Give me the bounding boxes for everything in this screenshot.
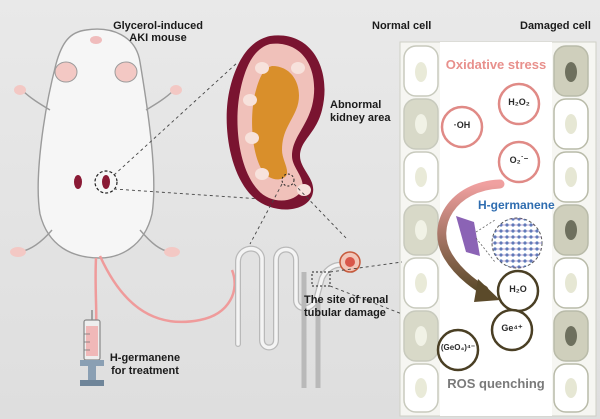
treatment-label-line1: H-germanene <box>109 352 181 364</box>
mouse-title: Glycerol-induced AKI mouse <box>108 20 208 44</box>
mouse-title-line2: AKI mouse <box>129 32 187 44</box>
kidney <box>226 35 325 210</box>
tubule-label-line2: tubular damage <box>304 307 386 319</box>
germanene-flake-icon <box>456 216 480 256</box>
ros-quenching-title: ROS quenching <box>447 376 545 391</box>
material-label: H-germanene <box>478 198 555 212</box>
tubule-label-line1: The site of renal <box>304 294 389 306</box>
mouse <box>10 28 236 347</box>
h2o2-circle <box>497 82 541 126</box>
germanium-ion-circle <box>490 308 534 352</box>
mouse-title-line1: Glycerol-induced <box>113 20 203 32</box>
superoxide-circle <box>497 140 541 184</box>
arrow-head-icon <box>474 279 500 302</box>
superoxide-label: O₂˙⁻ <box>509 155 529 165</box>
conversion-arrow <box>437 179 505 295</box>
treatment-label: H-germanene for treatment <box>100 352 190 378</box>
germanate-label: (GeO₄)⁴⁻ <box>440 343 476 352</box>
tubule-label: The site of renal tubular damage <box>304 294 388 320</box>
normal-cell-label: Normal cell <box>372 20 432 32</box>
damaged-cell-label: Damaged cell <box>520 20 591 32</box>
h2o2-label: H₂O₂ <box>508 97 530 107</box>
oh-radical-circle <box>440 105 484 149</box>
germanate-circle <box>436 328 480 372</box>
germanium-ion-label: Ge⁴⁺ <box>501 323 523 333</box>
treatment-label-line2: for treatment <box>111 365 179 377</box>
damaged-cell-column <box>553 45 589 413</box>
kidney-label: Abnormal kidney area <box>330 99 391 125</box>
syringe-icon <box>80 310 104 386</box>
oh-radical-label: ·OH <box>453 120 471 130</box>
kidney-label-line2: kidney area <box>330 112 391 124</box>
normal-cell-column <box>403 45 439 413</box>
kidney-label-line1: Abnormal <box>330 99 382 111</box>
oxidative-stress-title: Oxidative stress <box>445 57 547 72</box>
nephron <box>235 245 361 388</box>
water-label: H₂O <box>509 284 527 294</box>
